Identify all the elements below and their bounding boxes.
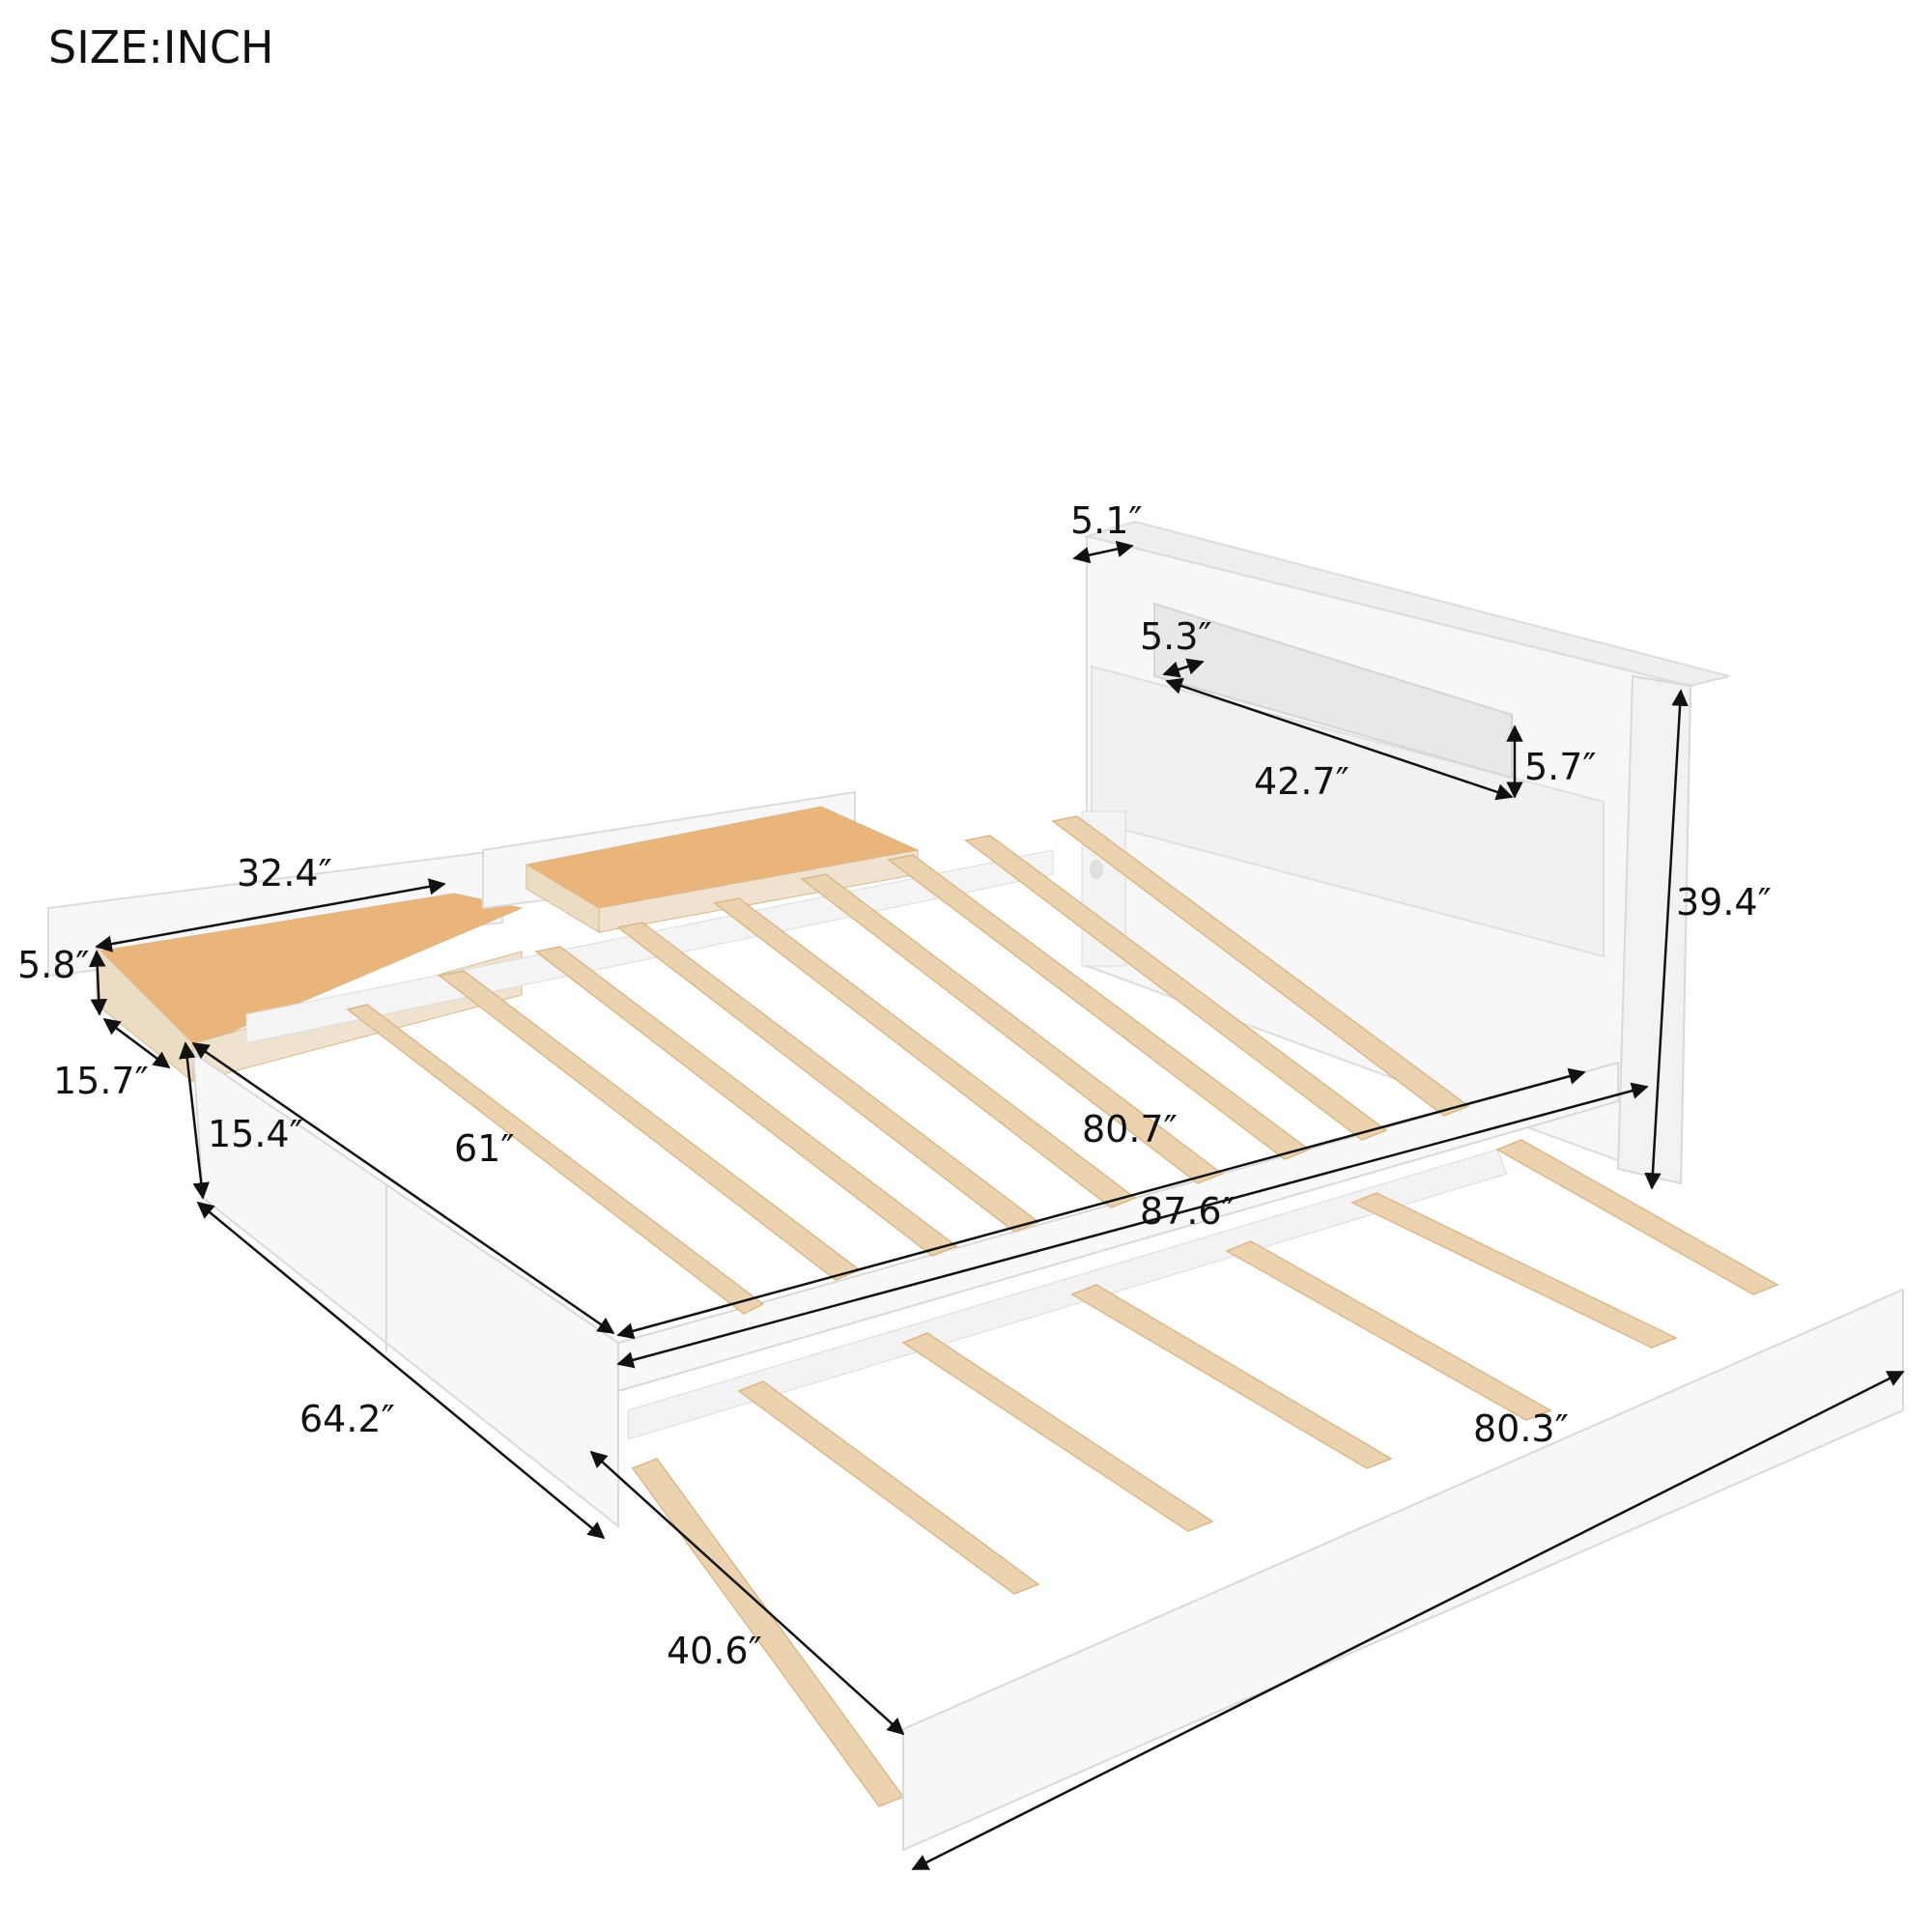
dim-headboard-cubby-depth: 5.3″ [1140,615,1212,658]
drawer-right [482,790,920,933]
dim-inner-length: 80.7″ [1082,1108,1178,1151]
dim-line-87-6 [616,1082,1649,1369]
dim-overall-length: 87.6″ [1140,1190,1236,1233]
dim-headboard-cubby-height: 5.7″ [1524,746,1597,788]
dim-headboard-cubby-width: 42.7″ [1254,760,1350,803]
dim-line-64-2 [196,1201,606,1540]
dim-line-40-6 [589,1450,905,1736]
dim-headboard-shelf-depth: 5.1″ [1070,499,1143,542]
dim-drawer-depth: 15.7″ [53,1060,149,1102]
dim-drawer-height: 5.8″ [17,944,90,986]
dim-drawer-length: 32.4″ [237,852,332,895]
dim-headboard-height: 39.4″ [1676,881,1772,923]
dim-trundle-length: 80.3″ [1473,1407,1569,1450]
dim-line-5-8 [88,950,108,1016]
dim-line-39-4 [1644,689,1689,1190]
dim-overall-width: 64.2″ [299,1398,395,1440]
dim-trundle-width: 40.6″ [667,1630,762,1672]
dim-line-42-7 [1165,677,1514,801]
dim-line-32-4 [95,878,446,952]
dim-line-80-3 [911,1370,1905,1871]
page-title: SIZE:INCH [48,21,274,73]
dim-line-5-1 [1072,540,1134,564]
dim-line-15-7 [102,1017,171,1069]
dim-line-5-3 [1162,658,1205,678]
dim-footboard-height: 15.4″ [208,1113,303,1155]
dim-inner-width: 61″ [454,1127,515,1170]
